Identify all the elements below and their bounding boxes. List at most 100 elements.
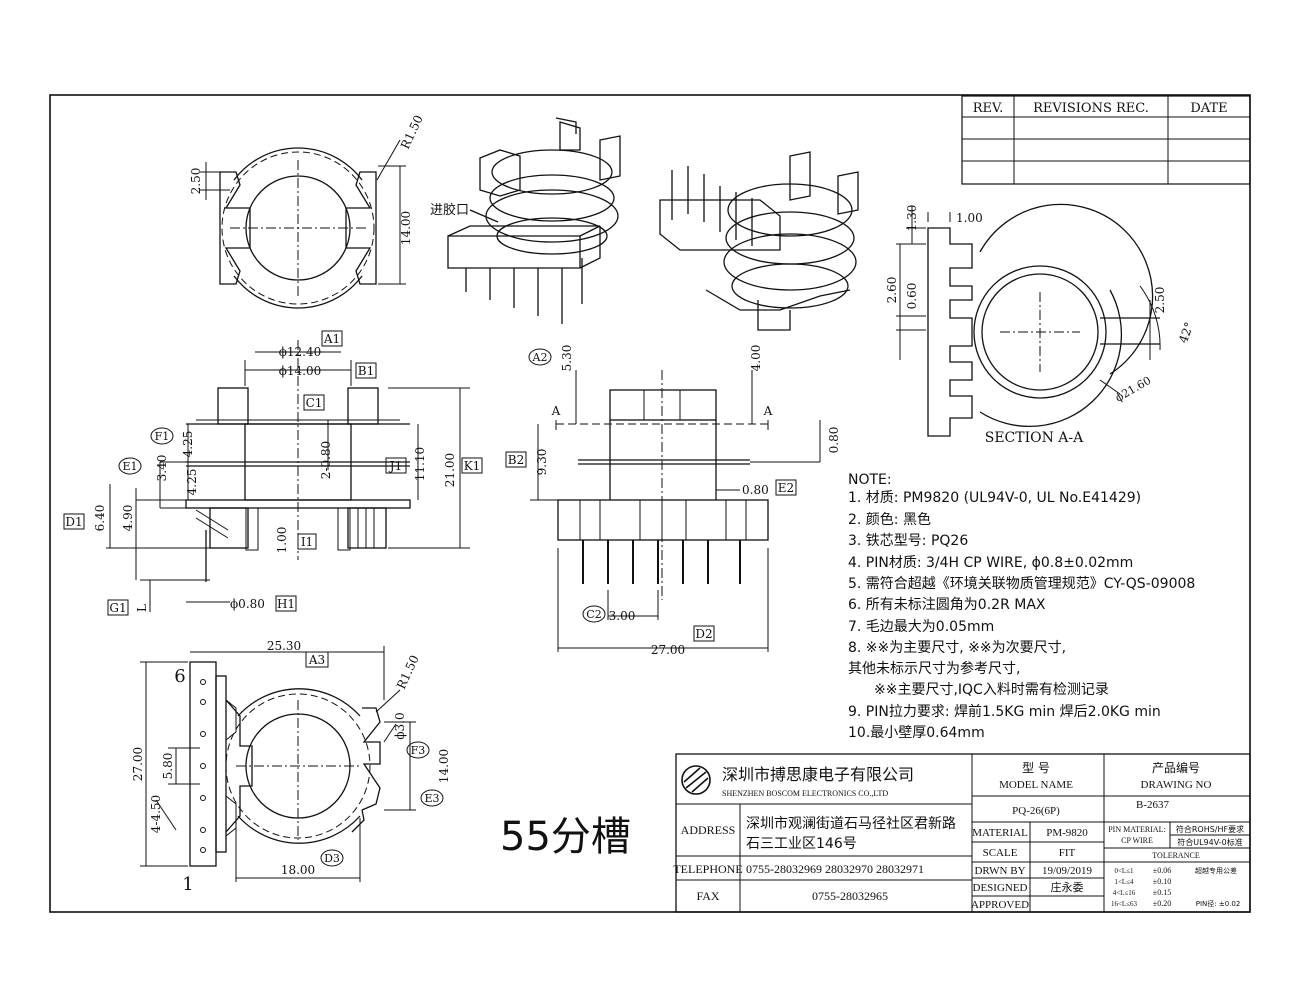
front-view-datum-labels: A1 B1 C1 F1 E1 D1 J1 K1 I1 G1 H1	[63, 330, 483, 616]
tol-note-1: 超越专用公差	[1195, 866, 1237, 875]
dim-14-00-top: 14.00	[399, 211, 413, 245]
material-label: MATERIAL	[972, 827, 1028, 839]
notes-title: NOTE:	[848, 472, 892, 488]
drawn-by-label: DRWN BY	[974, 865, 1025, 877]
dim-r1-50-top: R1.50	[398, 113, 426, 151]
tol-range-2: 1<L≤4	[1114, 878, 1134, 886]
note-7: 7. 毛边最大为0.05mm	[848, 619, 994, 635]
datum-K1: K1	[464, 459, 481, 473]
pin-material-label-1: PIN MATERIAL:	[1108, 825, 1166, 834]
telephone-value: 0755-28032969 28032970 28032971	[746, 862, 924, 876]
datum-F1: F1	[155, 430, 170, 443]
note-2: 2. 颜色: 黑色	[848, 511, 931, 528]
dim-phi-14-00: ϕ14.00	[279, 364, 322, 378]
dim-0-80-b: 0.80	[742, 483, 769, 497]
model-label-en: MODEL NAME	[999, 779, 1073, 791]
rev-header: REV.	[973, 101, 1004, 116]
dim-6-40: 6.40	[93, 505, 107, 532]
company-name-cn: 深圳市搏思康电子有限公司	[722, 765, 914, 784]
section-title: SECTION A-A	[985, 430, 1084, 446]
dim-phi-3-0: ϕ3.0	[393, 712, 407, 739]
gate-label: 进胶口	[430, 202, 469, 218]
telephone-label: TELEPHONE	[673, 862, 742, 876]
drawing-label-cn: 产品编号	[1152, 760, 1200, 775]
datum-B2: B2	[508, 453, 524, 467]
dim-5-30: 5.30	[560, 345, 574, 372]
datum-B1: B1	[358, 364, 374, 378]
datum-H1: H1	[277, 597, 295, 611]
datum-G1: G1	[109, 601, 126, 615]
note-8c: ※※主要尺寸,IQC入料时需有检测记录	[874, 682, 1109, 698]
note-5: 5. 需符合超越《环境关联物质管理规范》CY-QS-09008	[848, 575, 1195, 592]
dim-1-30: 1.30	[905, 205, 919, 232]
note-4: 4. PIN材质: 3/4H CP WIRE, ϕ0.8±0.02mm	[848, 555, 1133, 571]
tolerance-label: TOLERANCE	[1152, 851, 1200, 860]
dim-2-60: 2.60	[885, 277, 899, 304]
datum-E1: E1	[122, 460, 137, 473]
company-logo-icon	[681, 765, 711, 795]
scale-value: FIT	[1059, 847, 1076, 859]
front-view: ϕ12.40 ϕ14.00 4.25 3.40 4.25 6.40 4.90 2…	[93, 340, 470, 612]
top-view: 2.50 14.00 R1.50	[189, 113, 426, 309]
dim-9-30: 9.30	[535, 449, 549, 476]
note-8: 8. ※※为主要尺寸, ※※为次要尺寸,	[848, 640, 1066, 656]
dim-14-00-bottom: 14.00	[437, 749, 451, 783]
dim-phi-12-40: ϕ12.40	[279, 345, 322, 359]
address-line-1: 深圳市观澜街道石马径社区君新路	[746, 815, 956, 832]
tol-range-4: 16<L≤63	[1111, 900, 1138, 908]
dim-2-0-80: 2-0.80	[319, 441, 333, 479]
dim-2-50-top: 2.50	[189, 168, 203, 195]
dim-4-25-b: 4.25	[185, 469, 199, 496]
datum-I1: I1	[301, 535, 313, 549]
dim-phi-0-80: ϕ0.80	[230, 597, 265, 611]
dim-2-50-section: 2.50	[1153, 287, 1167, 314]
drawing-frame	[49, 94, 1251, 913]
datum-D3: D3	[324, 852, 340, 865]
material-value: PM-9820	[1046, 827, 1088, 839]
note-8b: 其他未标示尺寸为参考尺寸,	[848, 660, 1020, 677]
company-name-en: SHENZHEN BOSCOM ELECTRONICS CO.,LTD	[722, 789, 888, 798]
slot-note: 55分槽	[500, 814, 631, 860]
section-mark-right: A	[763, 404, 773, 418]
dim-27-00-side: 27.00	[651, 643, 685, 657]
dim-1-00-section: 1.00	[956, 211, 983, 225]
side-view: 5.30 4.00 9.30 0.80 0.80 3.00 27.00 A A …	[505, 345, 841, 657]
tol-range-1: 0<L≤1	[1114, 867, 1134, 875]
revision-table: REV. REVISIONS REC. DATE	[961, 95, 1251, 185]
drawn-date: 19/09/2019	[1042, 865, 1093, 877]
drawing-label-en: DRAWING NO	[1141, 779, 1212, 791]
dim-0-80-a: 0.80	[827, 427, 841, 454]
note-10: 10.最小壁厚0.64mm	[848, 725, 985, 741]
tol-value-1: ±0.06	[1153, 866, 1171, 875]
rohs-note-2: 符合UL94V-0标准	[1177, 837, 1242, 847]
scale-label: SCALE	[983, 847, 1018, 859]
pin-material-label-2: CP WIRE	[1121, 836, 1153, 845]
dim-r1-50-bottom: R1.50	[394, 653, 422, 691]
datum-J1: J1	[388, 459, 402, 473]
tol-value-2: ±0.10	[1153, 877, 1171, 886]
pin-1-label: 1	[182, 874, 193, 895]
datum-E3: E3	[424, 792, 439, 805]
dim-phi-21-60: ϕ21.60	[1113, 374, 1153, 405]
tol-note-4: PIN径: ±0.02	[1196, 899, 1241, 908]
datum-C1: C1	[306, 396, 323, 410]
dim-3-40: 3.40	[155, 455, 169, 482]
dim-4-00: 4.00	[749, 345, 763, 372]
dim-42-deg: 42°	[1176, 320, 1196, 345]
approved-label: APPROVED	[971, 899, 1029, 911]
fax-value: 0755-28032965	[812, 889, 888, 903]
dim-5-80: 5.80	[161, 753, 175, 780]
dim-1-00: 1.00	[275, 527, 289, 554]
datum-C2: C2	[586, 608, 601, 621]
tol-value-3: ±0.15	[1153, 888, 1171, 897]
section-view: 1.00 1.30 2.60 0.60 2.50 42° ϕ21.60 SECT…	[885, 203, 1196, 446]
designer-name: 庄永委	[1051, 880, 1084, 894]
model-label-cn: 型 号	[1022, 761, 1050, 775]
model-value: PQ-26(6P)	[1012, 805, 1060, 817]
dim-3-00: 3.00	[609, 609, 636, 623]
dim-4-4-50: 4-4.50	[149, 795, 163, 833]
bottom-view: 25.30 27.00 5.80 4-4.50 R1.50 ϕ3.0 14.00…	[131, 639, 451, 895]
isometric-view-left	[447, 117, 621, 324]
drawing-no-value: B-2637	[1136, 799, 1170, 811]
